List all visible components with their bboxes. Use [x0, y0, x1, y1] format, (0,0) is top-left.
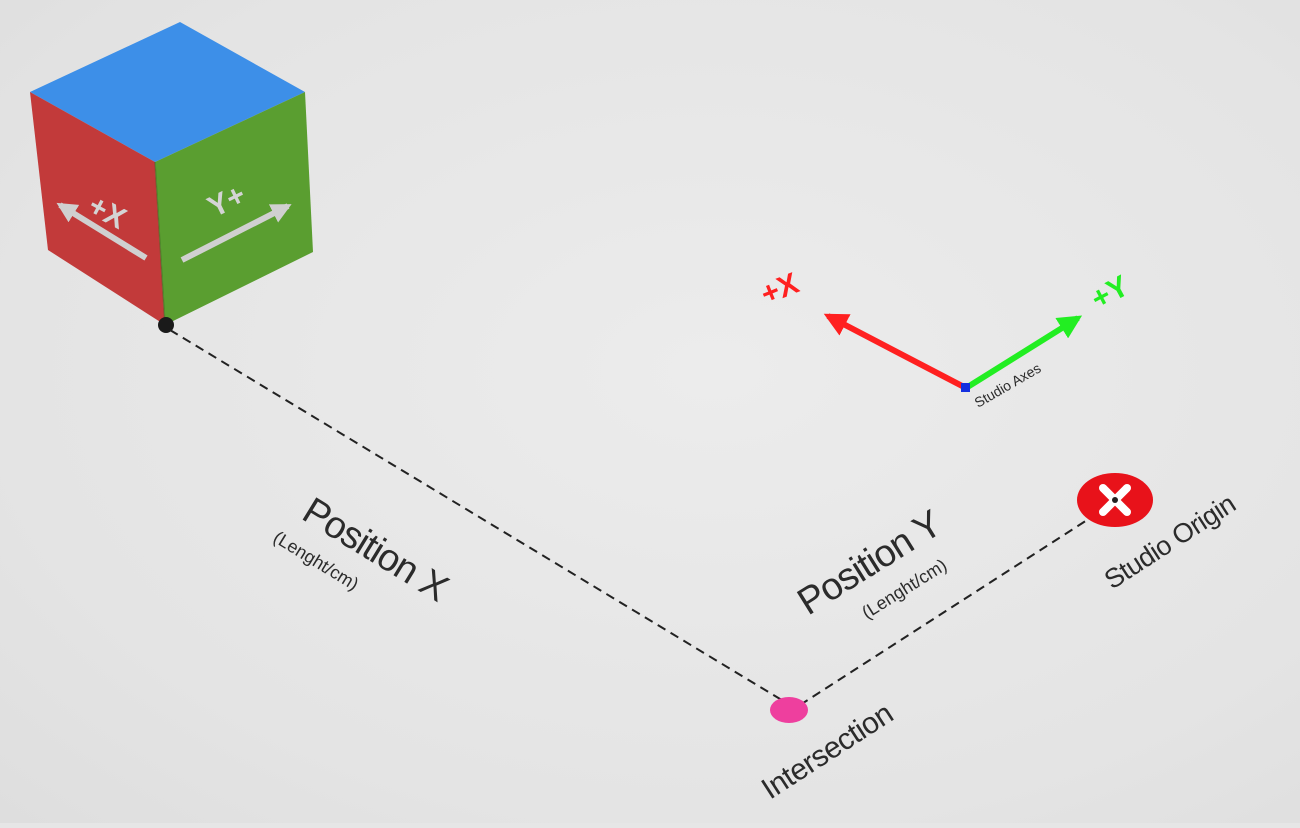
studio-y-axis-label: +Y — [1086, 269, 1135, 316]
cube: +X Y+ — [30, 22, 313, 333]
position-x-label-group: Position X (Lenght/cm) — [270, 490, 455, 610]
studio-axes-origin — [961, 383, 970, 392]
studio-origin-marker — [1077, 473, 1153, 527]
studio-axes-label: Studio Axes — [972, 360, 1044, 411]
cube-right-face — [155, 92, 313, 325]
close-icon — [1099, 484, 1131, 516]
cube-y-arrow — [180, 203, 292, 263]
intersection-marker — [770, 697, 808, 723]
position-y-label-group: Position Y (Lenght/cm) — [791, 503, 951, 624]
cube-edge — [154, 161, 166, 326]
studio-y-axis-arrow — [964, 315, 1083, 391]
studio-axes: +X +Y Studio Axes — [756, 267, 1134, 411]
studio-x-axis-arrow — [823, 313, 968, 391]
cube-x-arrow — [56, 202, 148, 261]
studio-x-axis-label: +X — [756, 267, 803, 312]
cube-top-face — [30, 22, 305, 162]
position-x-dashed-line — [169, 329, 786, 703]
cube-left-face — [30, 92, 165, 325]
cube-corner-point — [158, 317, 174, 333]
position-y-dashed-line — [799, 512, 1099, 706]
